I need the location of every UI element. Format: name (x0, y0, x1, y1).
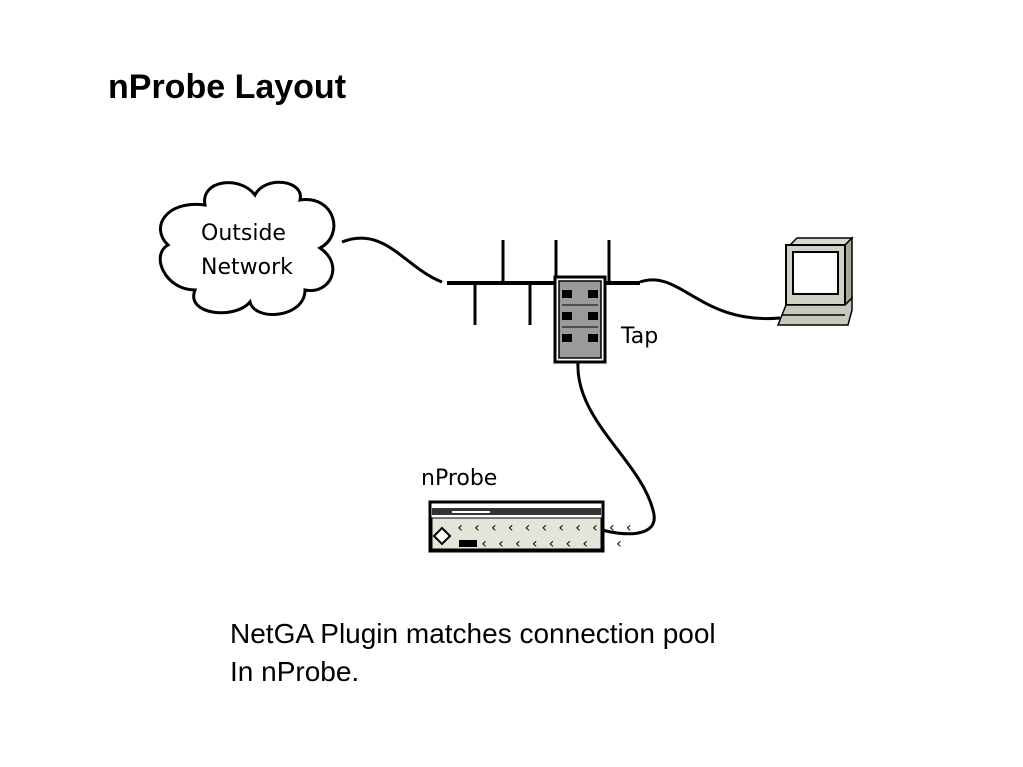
probe-cable (576, 361, 656, 536)
tap-port (588, 290, 598, 298)
cloud-label-line1: Outside (201, 221, 286, 246)
drive-slot (459, 540, 477, 547)
caption-line-1: NetGA Plugin matches connection pool (230, 618, 716, 649)
caption: NetGA Plugin matches connection pool In … (230, 615, 716, 691)
nprobe-device: nProbe ‹ ‹ ‹ ‹ ‹ ‹ ‹ ‹ ‹ ‹ ‹ ‹ ‹ ‹ ‹ ‹ ‹… (421, 466, 633, 553)
cloud-cable (341, 236, 443, 284)
tap-port (562, 334, 572, 342)
tap-label: Tap (620, 324, 658, 349)
caption-line-2: In nProbe. (230, 656, 360, 687)
power-button-icon (432, 526, 452, 546)
computer-icon (776, 236, 854, 326)
cloud-outline (158, 180, 336, 316)
svg-text:‹ ‹ ‹ ‹ ‹ ‹ ‹ ‹ ‹: ‹ ‹ ‹ ‹ ‹ ‹ ‹ ‹ ‹ (480, 536, 623, 552)
svg-text:‹ ‹ ‹ ‹ ‹ ‹ ‹ ‹ ‹ ‹ ‹: ‹ ‹ ‹ ‹ ‹ ‹ ‹ ‹ ‹ ‹ ‹ (456, 520, 633, 536)
vent-row: ‹ ‹ ‹ ‹ ‹ ‹ ‹ ‹ ‹ ‹ ‹ ‹ ‹ ‹ ‹ ‹ ‹ ‹ ‹ ‹ (456, 520, 633, 552)
tap-port (562, 290, 572, 298)
tap-port (562, 312, 572, 320)
network-backbone (447, 240, 640, 325)
outside-network-cloud: Outside Network (158, 180, 336, 316)
nprobe-label: nProbe (421, 466, 497, 491)
tap-device: Tap (553, 275, 658, 364)
page-title: nProbe Layout (108, 68, 347, 106)
tap-port (588, 334, 598, 342)
cloud-label-line2: Network (201, 255, 293, 280)
tap-port (588, 312, 598, 320)
computer-cable (639, 278, 781, 321)
